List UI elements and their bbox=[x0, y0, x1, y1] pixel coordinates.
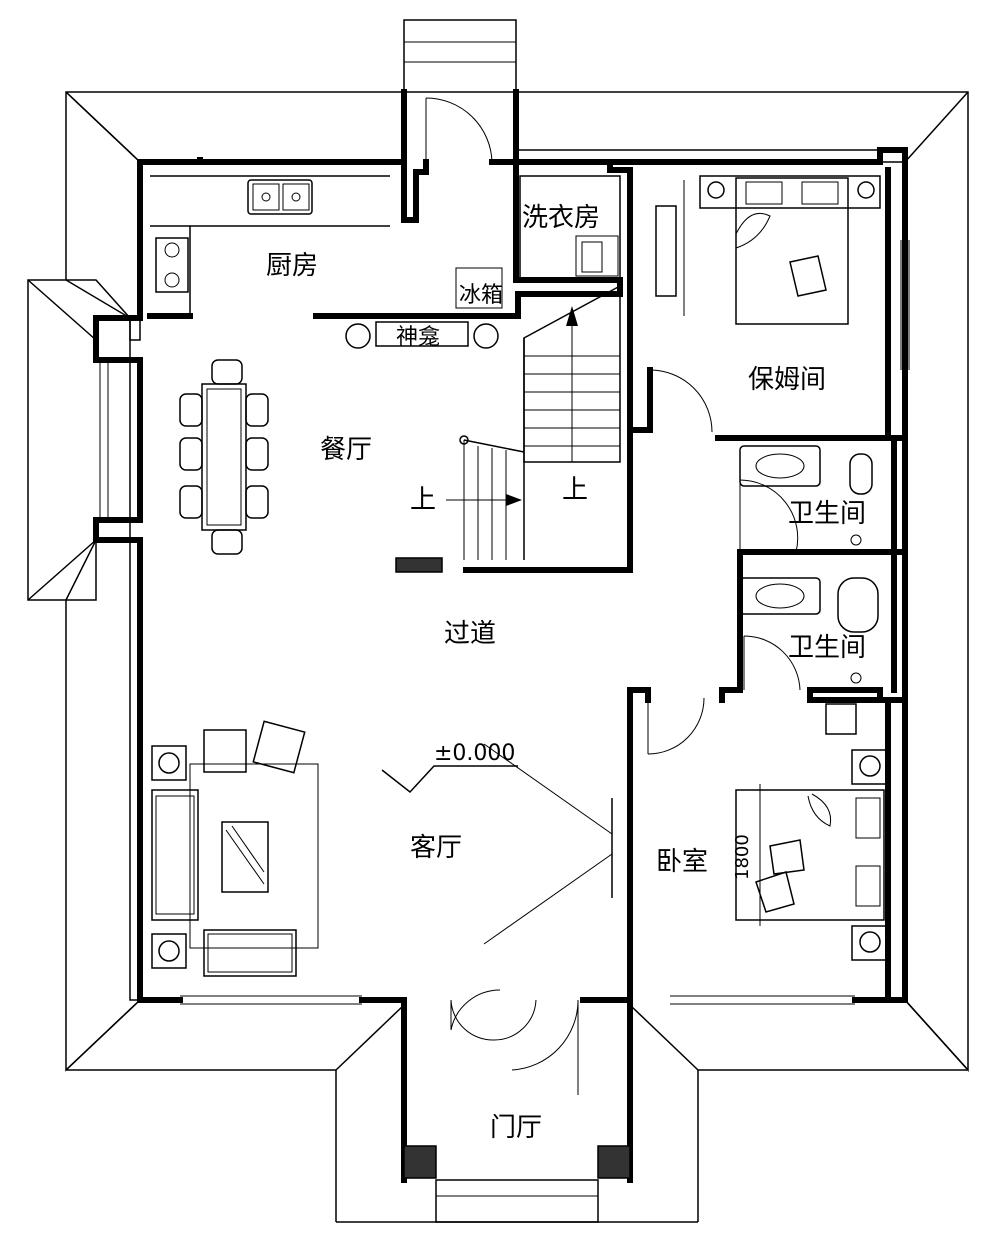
nanny-room-label: 保姆间 bbox=[748, 365, 826, 395]
bedroom-bed bbox=[735, 749, 889, 961]
staircase bbox=[446, 284, 621, 560]
chair-icon bbox=[245, 485, 269, 519]
sofa-icon bbox=[203, 929, 297, 977]
interior-walls bbox=[147, 157, 908, 1003]
corridor-label: 过道 bbox=[444, 619, 496, 649]
bathroom-upper-label: 卫生间 bbox=[788, 499, 866, 529]
stove-icon bbox=[155, 237, 189, 293]
chair-icon bbox=[245, 393, 269, 427]
entrance-columns bbox=[403, 1145, 631, 1223]
toilet-icon bbox=[849, 453, 873, 495]
shrine-fixture bbox=[345, 321, 499, 349]
level-label: ±0.000 bbox=[434, 741, 515, 766]
lamp-icon bbox=[859, 755, 881, 777]
fridge-icon bbox=[455, 267, 503, 309]
fridge-label: 冰箱 bbox=[459, 283, 503, 308]
level-marker bbox=[381, 765, 518, 794]
bed-dimension-label: 1800 bbox=[732, 834, 753, 880]
bathroom-fixtures bbox=[739, 445, 879, 735]
doors bbox=[425, 97, 801, 1095]
wardrobe-icon bbox=[655, 205, 677, 297]
shrine-label: 神龛 bbox=[396, 325, 440, 350]
armchair-icon bbox=[252, 720, 306, 774]
dining-table bbox=[179, 359, 269, 555]
coffee-table-icon bbox=[221, 821, 269, 893]
kitchen-label: 厨房 bbox=[266, 251, 318, 281]
chair-icon bbox=[245, 437, 269, 471]
lamp-icon bbox=[857, 181, 875, 199]
living-furniture bbox=[151, 720, 613, 977]
stair-up-right-label: 上 bbox=[562, 475, 588, 505]
chair-icon bbox=[211, 529, 243, 555]
entrance-hall-label: 门厅 bbox=[490, 1113, 542, 1143]
lamp-icon bbox=[158, 752, 180, 774]
living-room-label: 客厅 bbox=[410, 833, 462, 863]
laundry-label: 洗衣房 bbox=[522, 203, 600, 233]
sink-icon bbox=[247, 179, 313, 215]
sofa-icon bbox=[151, 789, 199, 921]
chair-icon bbox=[179, 485, 203, 519]
stair-up-left-label: 上 bbox=[410, 485, 436, 515]
kitchen-fixtures bbox=[150, 175, 621, 316]
lamp-icon bbox=[158, 940, 180, 962]
chair-icon bbox=[179, 393, 203, 427]
bedroom-label: 卧室 bbox=[656, 847, 708, 877]
bathroom-lower-label: 卫生间 bbox=[788, 633, 866, 663]
nanny-bed bbox=[631, 175, 881, 325]
chair-icon bbox=[179, 437, 203, 471]
lamp-icon bbox=[707, 181, 725, 199]
dining-label: 餐厅 bbox=[320, 435, 372, 465]
roof-outline bbox=[27, 19, 969, 1223]
armchair-icon bbox=[203, 729, 247, 773]
washer-icon bbox=[575, 235, 619, 277]
toilet-icon bbox=[837, 577, 879, 633]
chair-icon bbox=[211, 359, 243, 385]
lamp-icon bbox=[859, 931, 881, 953]
